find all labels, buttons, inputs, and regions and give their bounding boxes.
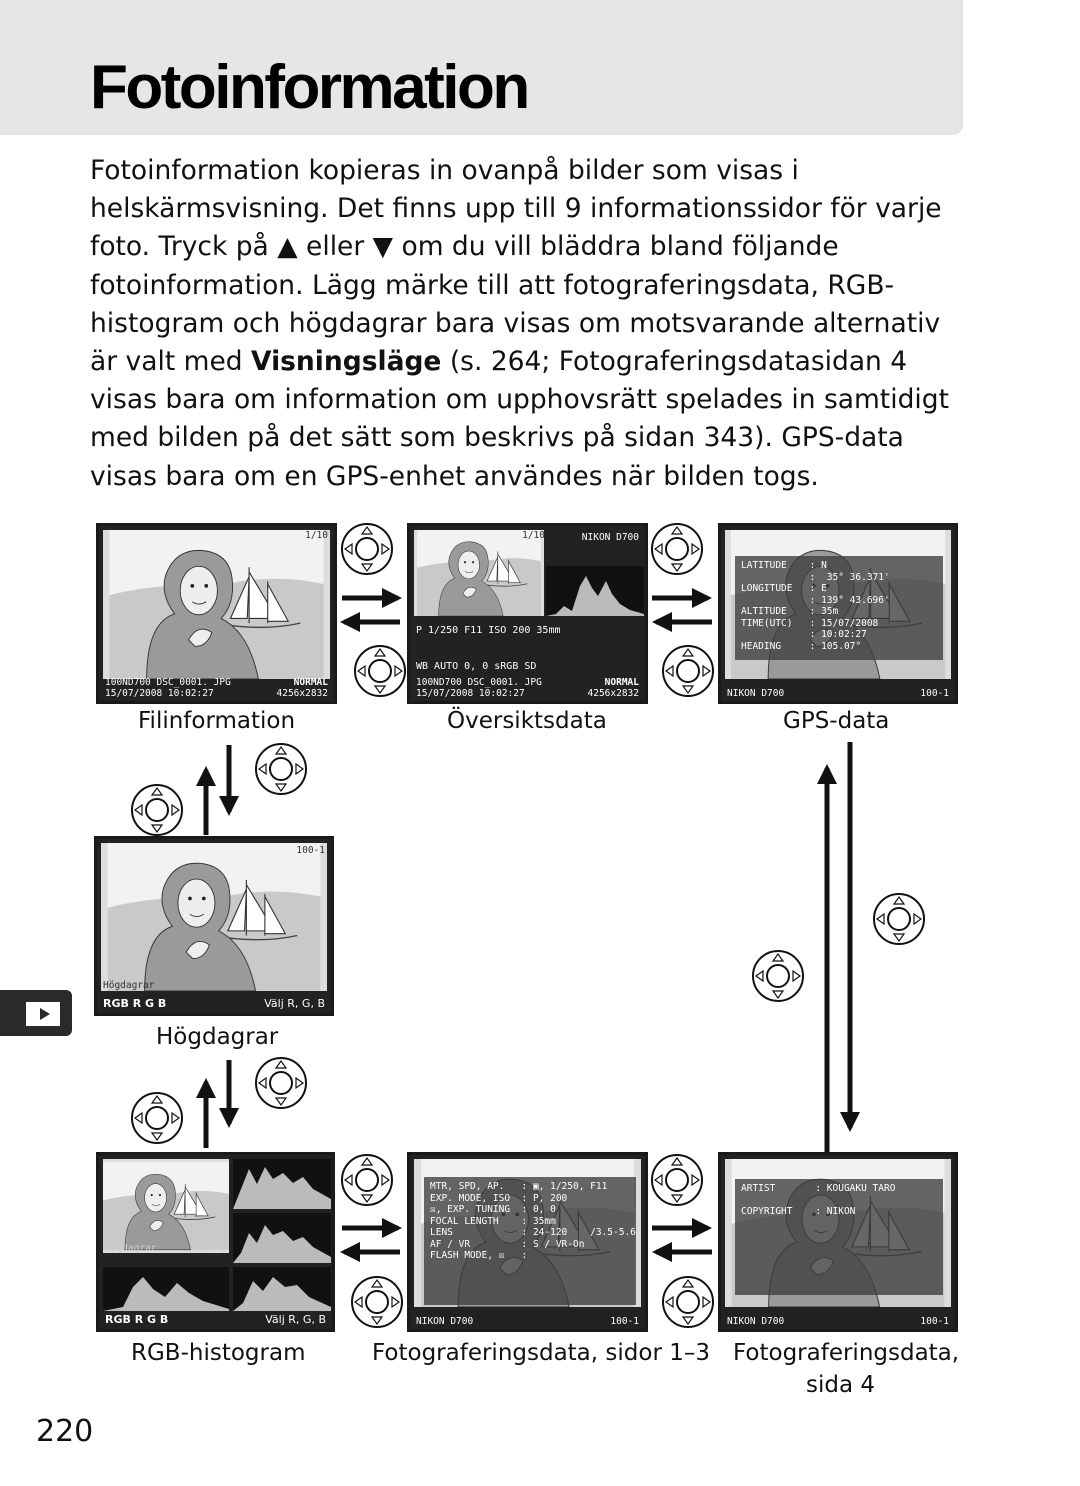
folder-number: 100-1 [296, 845, 325, 856]
multi-selector-down-icon [651, 1154, 703, 1206]
page-title: Fotoinformation [90, 53, 530, 122]
camera-model: NIKON D700 [727, 688, 785, 699]
file-name: 100ND700 DSC_0001. JPG [105, 677, 231, 688]
shooting-data: MTR, SPD, AP. : ▣, 1/250, F11 EXP. MODE,… [424, 1177, 636, 1305]
file-name: 100ND700 DSC_0001. JPG [416, 677, 542, 688]
footer: NIKON D700 100-1 [727, 1316, 949, 1327]
portrait-photo [101, 843, 327, 991]
frame-counter: 1/10 [522, 530, 545, 541]
intro-bold: Visningsläge [251, 346, 442, 378]
photo-thumbnail [103, 1159, 229, 1253]
multi-selector-up-icon [651, 523, 703, 575]
camera-model: NIKON D700 [416, 1316, 474, 1327]
label-rgb-histogram: RGB-histogram [131, 1340, 306, 1366]
rgb-channels: RGB R G B [105, 1313, 169, 1326]
highlights-label: Högdagrar [103, 980, 155, 991]
screen-shooting-data-1-3: MTR, SPD, AP. : ▣, 1/250, F11 EXP. MODE,… [407, 1152, 648, 1332]
file-line-1: 100ND700 DSC_0001. JPG NORMAL [105, 677, 328, 688]
portrait-photo [103, 530, 330, 679]
file-date: 15/07/2008 10:02:27 [105, 688, 214, 699]
exposure-info: P 1/250 F11 ISO 200 35mm [416, 625, 561, 636]
histogram-graph [103, 1277, 229, 1311]
folder-number: 100-1 [196, 1243, 225, 1254]
camera-model: NIKON D700 [727, 1316, 785, 1327]
playback-tab [0, 990, 72, 1036]
histogram-green [103, 1267, 229, 1311]
file-line-1: 100ND700 DSC_0001. JPG NORMAL [416, 677, 639, 688]
copyright-data: ARTIST : KOUGAKU TARO COPYRIGHT : NIKON [735, 1179, 943, 1295]
image-size: 4256x2832 [276, 688, 328, 699]
portrait-photo [103, 1159, 229, 1253]
intro-text: Fotoinformation kopieras in ovanpå bilde… [90, 155, 942, 378]
gps-data: LATITUDE : N : 35° 36.371' LONGITUDE : E… [735, 556, 943, 660]
multi-selector-down-icon [255, 1057, 307, 1109]
multi-selector-down-icon [662, 645, 714, 697]
intro-paragraph: Fotoinformation kopieras in ovanpå bilde… [90, 152, 970, 496]
multi-selector-down-icon [752, 950, 804, 1002]
highlights-label: Högdagrar [105, 1243, 157, 1254]
multi-selector-down-icon [341, 1154, 393, 1206]
screen-rgb-histogram: Högdagrar 100-1 RGB R G B Välj R, G, B [96, 1152, 335, 1332]
histogram-rgb [233, 1159, 331, 1209]
screen-shooting-data-4: ARTIST : KOUGAKU TARO COPYRIGHT : NIKON … [718, 1152, 958, 1332]
folder-number: 100-1 [920, 1316, 949, 1327]
select-channel: Välj R, G, B [265, 1313, 326, 1326]
label-shooting-4b: sida 4 [806, 1372, 876, 1398]
multi-selector-up-icon [131, 1092, 183, 1144]
screen-overview: 1/10 NIKON D700 P 1/250 F11 ISO 200 35mm… [407, 523, 648, 704]
footer: NIKON D700 100-1 [727, 688, 949, 699]
channel-bar: RGB R G B Välj R, G, B [103, 997, 325, 1010]
multi-selector-up-icon [341, 523, 393, 575]
label-overview: Översiktsdata [447, 708, 607, 734]
image-quality: NORMAL [604, 677, 639, 688]
screen-gps: LATITUDE : N : 35° 36.371' LONGITUDE : E… [718, 523, 958, 704]
histogram-blue [233, 1267, 331, 1311]
rgb-channels: RGB R G B [103, 997, 167, 1010]
image-size: 4256x2832 [587, 688, 639, 699]
histogram-graph [233, 1225, 331, 1263]
label-shooting-1-3: Fotograferingsdata, sidor 1–3 [372, 1340, 710, 1366]
screen-file-info: 1/10 100ND700 DSC_0001. JPG NORMAL 15/07/… [96, 523, 337, 704]
channel-bar: RGB R G B Välj R, G, B [105, 1313, 326, 1326]
label-file-info: Filinformation [138, 708, 296, 734]
label-gps: GPS-data [783, 708, 890, 734]
photo-thumbnail [103, 530, 330, 679]
multi-selector-up-icon [873, 893, 925, 945]
camera-model: NIKON D700 [581, 532, 639, 543]
multi-selector-down-icon [255, 743, 307, 795]
file-line-2: 15/07/2008 10:02:27 4256x2832 [105, 688, 328, 699]
histogram-graph [546, 576, 644, 616]
multi-selector-up-icon [351, 1276, 403, 1328]
histogram [546, 566, 644, 616]
multi-selector-up-icon [662, 1276, 714, 1328]
photo-thumbnail [101, 843, 327, 991]
page-number: 220 [36, 1414, 94, 1449]
select-channel: Välj R, G, B [264, 997, 325, 1010]
playback-icon [26, 1002, 60, 1026]
hist-footer: Högdagrar 100-1 [105, 1243, 225, 1254]
wb-info: WB AUTO 0, 0 sRGB SD [416, 661, 537, 672]
label-highlights: Högdagrar [156, 1024, 279, 1050]
histogram-graph [233, 1167, 331, 1209]
footer: NIKON D700 100-1 [416, 1316, 639, 1327]
multi-selector-up-icon [131, 784, 183, 836]
photo-thumbnail [414, 530, 544, 616]
frame-counter: 1/10 [305, 530, 328, 541]
label-shooting-4a: Fotograferingsdata, [733, 1340, 960, 1366]
title-band [0, 0, 963, 135]
image-quality: NORMAL [293, 677, 328, 688]
screen-highlights: 100-1 Högdagrar RGB R G B Välj R, G, B [94, 836, 334, 1016]
folder-number: 100-1 [920, 688, 949, 699]
histogram-red [233, 1213, 331, 1263]
intro-end: (s. 264; Fotograferingsdatasidan 4 visas… [90, 346, 949, 492]
multi-selector-down-icon [354, 645, 406, 697]
file-date: 15/07/2008 10:02:27 [416, 688, 525, 699]
file-line-2: 15/07/2008 10:02:27 4256x2832 [416, 688, 639, 699]
folder-number: 100-1 [610, 1316, 639, 1327]
histogram-graph [233, 1277, 331, 1311]
